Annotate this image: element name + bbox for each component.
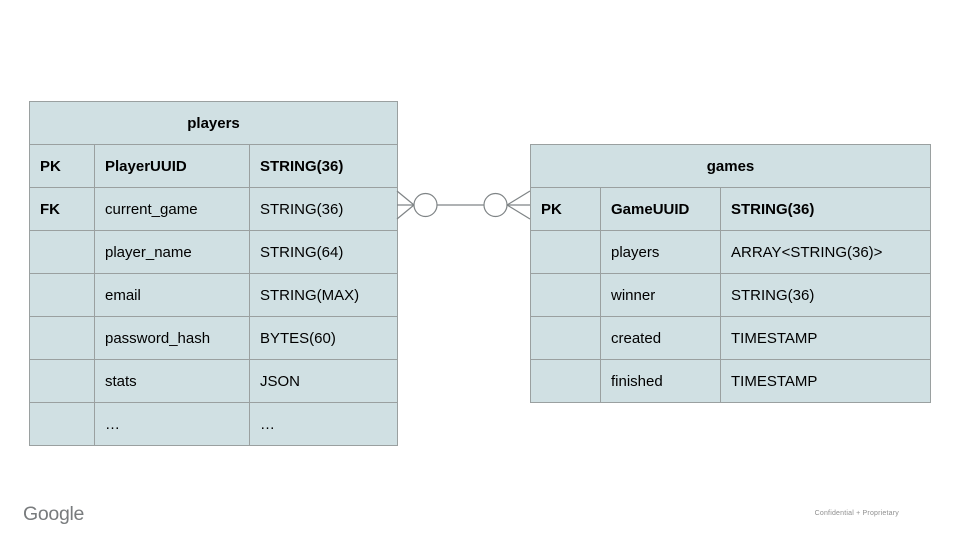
key-cell (29, 316, 95, 360)
table-row: created TIMESTAMP (530, 316, 932, 360)
table-row: password_hash BYTES(60) (29, 316, 399, 360)
table-row: players ARRAY<STRING(36)> (530, 230, 932, 274)
column-name-cell: GameUUID (600, 187, 721, 231)
players-entity-table: players PK PlayerUUID STRING(36) FK curr… (28, 101, 399, 446)
table-row: player_name STRING(64) (29, 230, 399, 274)
table-row: winner STRING(36) (530, 273, 932, 317)
column-name-cell: email (94, 273, 250, 317)
key-cell (29, 230, 95, 274)
table-row: stats JSON (29, 359, 399, 403)
column-type-cell: TIMESTAMP (719, 359, 932, 403)
column-name-cell: PlayerUUID (94, 144, 250, 188)
column-name-cell: winner (600, 273, 721, 317)
column-type-cell: STRING(36) (719, 187, 932, 231)
column-name-cell: players (600, 230, 721, 274)
table-row: PK GameUUID STRING(36) (530, 187, 932, 231)
crow-foot-left-icon (396, 190, 415, 220)
key-cell (29, 402, 95, 446)
key-cell: PK (29, 144, 95, 188)
table-row: email STRING(MAX) (29, 273, 399, 317)
er-relationship-connector (396, 190, 531, 220)
key-cell (530, 230, 601, 274)
table-title-row: games (529, 144, 932, 188)
column-name-cell: … (94, 402, 250, 446)
zero-circle-right-icon (483, 192, 508, 218)
table-title-row: players (28, 101, 399, 145)
confidential-note: Confidential + Proprietary (814, 510, 899, 517)
column-name-cell: created (600, 316, 721, 360)
column-type-cell: STRING(64) (248, 230, 399, 274)
column-type-cell: BYTES(60) (248, 316, 399, 360)
key-cell (29, 359, 95, 403)
key-cell (530, 359, 601, 403)
column-name-cell: finished (600, 359, 721, 403)
table-row: FK current_game STRING(36) (29, 187, 399, 231)
column-type-cell: STRING(36) (248, 144, 399, 188)
zero-circle-left-icon (413, 192, 438, 218)
column-type-cell: STRING(36) (719, 273, 932, 317)
column-type-cell: TIMESTAMP (719, 316, 932, 360)
crow-foot-right-icon (506, 190, 531, 220)
key-cell (530, 316, 601, 360)
key-cell: PK (530, 187, 601, 231)
column-type-cell: ARRAY<STRING(36)> (719, 230, 932, 274)
column-type-cell: JSON (248, 359, 399, 403)
column-name-cell: stats (94, 359, 250, 403)
key-cell (530, 273, 601, 317)
key-cell: FK (29, 187, 95, 231)
games-entity-table: games PK GameUUID STRING(36) players ARR… (529, 144, 932, 403)
column-name-cell: current_game (94, 187, 250, 231)
games-table-title: games (529, 144, 932, 188)
key-cell (29, 273, 95, 317)
column-type-cell: STRING(36) (248, 187, 399, 231)
table-row: finished TIMESTAMP (530, 359, 932, 403)
column-name-cell: player_name (94, 230, 250, 274)
column-name-cell: password_hash (94, 316, 250, 360)
players-table-title: players (28, 101, 399, 145)
table-row: PK PlayerUUID STRING(36) (29, 144, 399, 188)
table-row: … … (29, 402, 399, 446)
column-type-cell: … (248, 402, 399, 446)
column-type-cell: STRING(MAX) (248, 273, 399, 317)
google-logo: Google (23, 503, 85, 525)
